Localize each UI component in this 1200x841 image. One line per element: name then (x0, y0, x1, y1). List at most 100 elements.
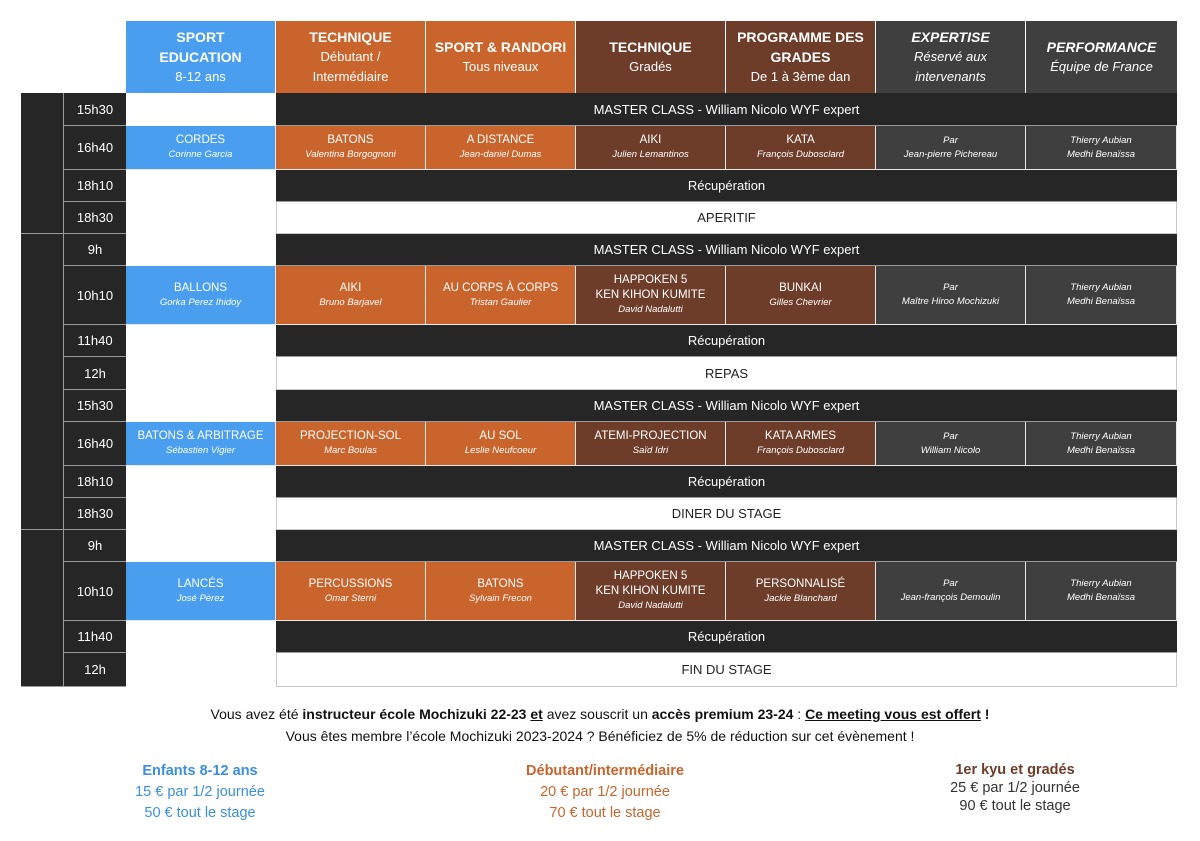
header-title: EXPERTISE (911, 29, 990, 45)
activity-instructor: Leslie Neufcoeur (464, 445, 537, 456)
activity-title: Thierry Aubian (1070, 578, 1132, 589)
activity-title: PERCUSSIONS (308, 577, 393, 590)
activity-title: BATONS (327, 134, 374, 146)
activity-title-line2: KEN KIHON KUMITE (595, 289, 706, 301)
time-cell: 10h10 (63, 562, 126, 621)
activity-tech: PERCUSSIONS Omar Sterni (276, 562, 426, 621)
price-half-day: 15 € par 1/2 journée (135, 784, 265, 800)
time-cell: 12h (63, 653, 126, 687)
activity-title: CORDES (175, 134, 226, 146)
activity-title: KATA (786, 134, 815, 146)
header-technique-grades: TECHNIQUE Gradés (576, 21, 726, 93)
activity-instructor: Gorka Perez Ihidoy (159, 296, 242, 308)
activity-title: BATONS & ARBITRAGE (137, 430, 264, 442)
activity-instructor: David Nadalutti (618, 304, 683, 315)
price-children: Enfants 8-12 ans 15 € par 1/2 journée 50… (100, 761, 300, 824)
header-title: PERFORMANCE (1046, 39, 1157, 55)
footer-et: et (530, 706, 543, 722)
activity-instructor: Gilles Chevrier (769, 296, 832, 308)
activity-title: Thierry Aubian (1070, 282, 1132, 293)
activity-title: Par (943, 430, 958, 442)
row-aperitif: APERITIF (276, 202, 1177, 234)
row-recup: Récupération (276, 325, 1177, 357)
activity-instructor: Jean-françois Demoulin (900, 592, 1001, 603)
header-sport-education: SPORT EDUCATION 8-12 ans (126, 21, 276, 93)
activity-instructor: José Pérez (176, 592, 225, 604)
activity-title-line2: KEN KIHON KUMITE (595, 585, 706, 597)
time-cell: 11h40 (63, 325, 126, 357)
activity-title: LANCÉS (177, 577, 224, 590)
activity-title: Thierry Aubian (1070, 134, 1132, 146)
price-heading: Enfants 8-12 ans (142, 763, 258, 779)
footer-line-2: Vous êtes membre l’école Mochizuki 2023-… (285, 728, 915, 744)
activity-instructor: Jean-pierre Pichereau (903, 148, 998, 160)
price-graded: 1er kyu et gradés 25 € par 1/2 journée 9… (900, 761, 1130, 815)
activity-title: ATEMI-PROJECTION (594, 430, 707, 442)
time-cell: 18h30 (63, 498, 126, 530)
activity-instructor: Corinne Garcia (168, 149, 233, 160)
activity-title: AIKI (639, 134, 662, 146)
activity-instructor: William Nicolo (920, 444, 981, 456)
activity-grades: HAPPOKEN 5 KEN KIHON KUMITE David Nadalutt… (576, 266, 726, 325)
activity-instructor: François Dubosclard (756, 149, 845, 160)
row-master: MASTER CLASS - William Nicolo WYF expert (276, 234, 1177, 266)
activity-prog: KATA ARMES François Dubosclard (726, 422, 876, 466)
header-technique-debutant: TECHNIQUE Débutant / Intermédiaire (276, 21, 426, 93)
price-half-day: 20 € par 1/2 journée (540, 784, 670, 800)
activity-title: HAPPOKEN 5 (613, 274, 688, 286)
row-recup: Récupération (276, 466, 1177, 498)
activity-instructor: Valentina Borgognoni (305, 149, 396, 160)
activity-sport-education: BATONS & ARBITRAGE Sébastien Vigier (126, 422, 276, 466)
row-diner: DINER DU STAGE (276, 498, 1177, 530)
activity-title: BALLONS (173, 281, 228, 294)
row-master: MASTER CLASS - William Nicolo WYF expert (276, 93, 1177, 126)
activity-instructor: Medhi Benaïssa (1066, 296, 1136, 307)
activity-instructor: Maître Hiroo Mochizuki (901, 296, 1000, 307)
activity-instructor: François Dubosclard (756, 445, 845, 456)
header-subtitle: 8-12 ans (175, 69, 226, 84)
header-expertise: EXPERTISE Réservé aux intervenants (876, 21, 1026, 93)
footer-text: avez souscrit un (542, 706, 652, 722)
activity-instructor: Omar Sterni (324, 592, 377, 604)
activity-prog: BUNKAI Gilles Chevrier (726, 266, 876, 325)
activity-instructor: Bruno Barjavel (319, 296, 382, 308)
footer-bold-instructor: instructeur école Mochizuki 22-23 (302, 706, 527, 722)
time-cell: 18h30 (63, 202, 126, 234)
activity-instructor: Sébastien Vigier (165, 445, 235, 456)
header-programme-grades: PROGRAMME DES GRADES De 1 à 3ème dan (726, 21, 876, 93)
header-subtitle: Tous niveaux (462, 59, 539, 74)
activity-tech: BATONS Valentina Borgognoni (276, 126, 426, 170)
header-title: TECHNIQUE (609, 39, 692, 55)
price-beginner: Débutant/intermédiaire 20 € par 1/2 jour… (480, 761, 730, 824)
header-title: SPORT & RANDORI (434, 39, 567, 55)
activity-title: BUNKAI (779, 281, 822, 294)
activity-instructor: Medhi Benaïssa (1066, 148, 1136, 160)
header-subtitle: Débutant / Intermédiaire (312, 49, 389, 84)
activity-title: KATA ARMES (764, 430, 837, 442)
footer-bold-premium: accès premium 23-24 (651, 706, 794, 722)
activity-title: PROJECTION-SOL (300, 430, 401, 442)
activity-title: Par (943, 134, 958, 146)
header-subtitle: De 1 à 3ème dan (750, 69, 851, 84)
header-subtitle: Réservé aux intervenants (914, 49, 987, 84)
activity-title: AU CORPS À CORPS (442, 281, 559, 294)
header-subtitle: Gradés (629, 59, 672, 74)
activity-sport-education: LANCÉS José Pérez (126, 562, 276, 621)
time-cell: 12h (63, 357, 126, 390)
time-cell: 11h40 (63, 621, 126, 653)
activity-instructor: Saïd Idri (632, 445, 669, 456)
activity-instructor: Medhi Benaïssa (1066, 592, 1136, 603)
activity-title: PERSONNALISÉ (755, 577, 846, 590)
footer-line-1: Vous avez été instructeur école Mochizuk… (0, 706, 1200, 722)
